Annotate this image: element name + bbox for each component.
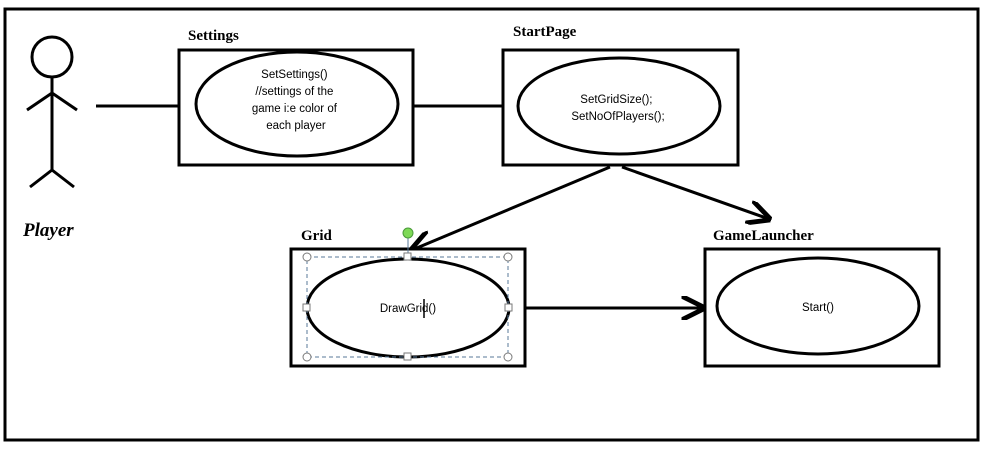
rotate-handle[interactable] — [402, 227, 414, 239]
resize-handle-bottom-right[interactable] — [503, 352, 513, 362]
resize-handle-bottom-left[interactable] — [302, 352, 312, 362]
startpage-title: StartPage — [513, 24, 577, 40]
gamelauncher-use-case — [715, 256, 921, 356]
resize-handle-right[interactable] — [504, 303, 513, 312]
grid-text: DrawGrid() — [380, 303, 436, 315]
startpage-text: SetGridSize(); SetNoOfPlayers(); — [571, 94, 664, 123]
resize-handle-bottom[interactable] — [403, 352, 412, 361]
settings-title: Settings — [188, 28, 239, 44]
resize-handle-left[interactable] — [302, 303, 311, 312]
actor-leg-right — [51, 168, 75, 189]
resize-handle-top-right[interactable] — [503, 252, 513, 262]
grid-box: Grid DrawGrid() — [289, 227, 527, 368]
settings-line-2: //settings of the — [255, 86, 333, 98]
resize-handle-top-left[interactable] — [302, 252, 312, 262]
arrow-startpage-gamelauncher — [621, 165, 769, 219]
settings-line-3: game i:e color of — [252, 103, 338, 115]
selection-outline[interactable] — [302, 227, 513, 362]
resize-handle-top[interactable] — [403, 252, 412, 261]
grid-title: Grid — [301, 228, 332, 244]
arrow-startpage-grid — [412, 165, 611, 250]
startpage-box: StartPage SetGridSize(); SetNoOfPlayers(… — [501, 24, 740, 167]
actor-head — [30, 35, 74, 79]
startpage-line-1: SetGridSize(); — [580, 94, 652, 106]
settings-text: SetSettings() //settings of the game i:e… — [252, 69, 340, 132]
settings-line-1: SetSettings() — [261, 69, 328, 81]
gamelauncher-text: Start() — [802, 302, 834, 314]
gamelauncher-title: GameLauncher — [713, 228, 814, 244]
actor-arm-right — [51, 91, 78, 112]
gamelauncher-line-1: Start() — [802, 302, 834, 314]
grid-line-1: DrawGrid() — [380, 303, 436, 315]
diagram-frame — [3, 7, 980, 442]
gamelauncher-box: GameLauncher Start() — [703, 228, 941, 368]
startpage-use-case — [516, 56, 722, 156]
startpage-line-2: SetNoOfPlayers(); — [571, 111, 664, 123]
settings-line-4: each player — [266, 120, 326, 132]
settings-box: Settings SetSettings() //settings of the… — [177, 28, 415, 167]
actor-player: Player — [22, 35, 78, 241]
settings-use-case — [194, 50, 400, 158]
actor-label: Player — [22, 220, 74, 241]
actor-leg-left — [29, 168, 53, 189]
actor-arm-left — [26, 91, 53, 112]
